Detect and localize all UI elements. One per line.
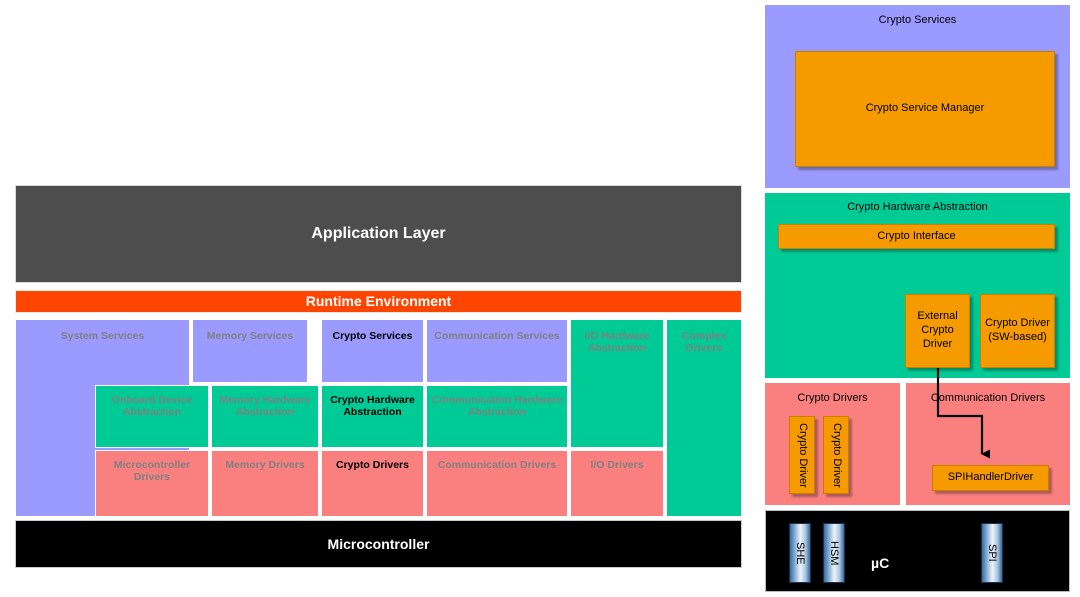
runtime-environment-block[interactable]: Runtime Environment [15,290,742,313]
crypto-interface-box[interactable]: Crypto Interface [778,224,1055,249]
panel-title: Communication Drivers [930,392,1046,404]
bsw-cell-memory-services[interactable]: Memory Services [192,319,308,383]
bsw-cell-label: Communication Hardware Abstraction [431,394,563,419]
she-module-box[interactable]: SHE [789,523,811,583]
bsw-cell-memory-drivers[interactable]: Memory Drivers [211,450,319,517]
spi-handler-driver-label: SPIHandlerDriver [947,471,1034,484]
external-crypto-driver-label: External Crypto Driver [917,310,958,350]
crypto-driver-box-2[interactable]: Crypto Driver [823,416,849,494]
bsw-cell-label: Communication Services [434,330,560,342]
crypto-service-manager-box[interactable]: Crypto Service Manager [795,51,1055,167]
bsw-cell-label: Memory Hardware Abstraction [219,394,311,419]
bsw-cell-label: Microcontroller Drivers [113,459,191,484]
autosar-layer-stack: Application Layer Runtime Environment Sy… [15,185,742,585]
bsw-cell-label: Crypto Hardware Abstraction [330,394,415,419]
bsw-cell-label: System Services [60,330,145,342]
hsm-module-box[interactable]: HSM [823,523,845,583]
bsw-cell-label: Memory Services [206,330,294,342]
runtime-environment-label: Runtime Environment [305,293,452,310]
panel-crypto-hardware-abstraction: Crypto Hardware Abstraction Crypto Inter… [765,193,1070,378]
crypto-driver-label: Crypto Driver [830,422,843,488]
bsw-cell-label: Crypto Drivers [336,459,409,471]
bsw-cell-label: Onboard Device Abstraction [111,394,193,419]
bsw-cell-crypto-drivers[interactable]: Crypto Drivers [321,450,424,517]
spi-module-box[interactable]: SPI [981,523,1003,583]
external-crypto-driver-box[interactable]: External Crypto Driver [905,294,970,368]
bsw-cell-label: Complex Drivers [681,330,727,355]
application-layer-block[interactable]: Application Layer [15,185,742,283]
bsw-cell-crypto-services[interactable]: Crypto Services [321,319,424,383]
application-layer-label: Application Layer [311,224,446,242]
crypto-driver-sw-label: Crypto Driver (SW-based) [985,317,1050,343]
panel-crypto-services: Crypto Services Crypto Service Manager [765,5,1070,188]
hsm-label: HSM [828,540,840,566]
bsw-cell-label: Crypto Services [332,330,413,342]
crypto-driver-box-1[interactable]: Crypto Driver [789,416,815,494]
microcontroller-label: Microcontroller [327,535,430,552]
bsw-cell-communication-services[interactable]: Communication Services [426,319,568,383]
bsw-cell-label: Memory Drivers [225,459,305,471]
panel-microcontroller-uc: SHE HSM µC SPI [765,510,1070,592]
panel-title: Crypto Services [878,14,957,26]
panel-communication-drivers: Communication Drivers SPIHandlerDriver [906,383,1070,505]
bsw-cell-crypto-hardware-abstraction[interactable]: Crypto Hardware Abstraction [321,385,424,448]
crypto-interface-label: Crypto Interface [877,229,956,242]
panel-title: Crypto Hardware Abstraction [847,201,988,213]
bsw-cell-communication-hardware-abstraction[interactable]: Communication Hardware Abstraction [426,385,568,448]
bsw-cell-label: I/O Hardware Abstraction [584,330,650,355]
crypto-service-manager-label: Crypto Service Manager [865,102,985,115]
panel-title: Crypto Drivers [797,392,868,404]
spi-handler-driver-box[interactable]: SPIHandlerDriver [932,465,1049,491]
bsw-cell-label: I/O Drivers [590,459,644,471]
she-label: SHE [794,541,806,565]
bsw-cell-io-hardware-abstraction[interactable]: I/O Hardware Abstraction [570,319,664,448]
bsw-cell-communication-drivers[interactable]: Communication Drivers [426,450,568,517]
panel-crypto-drivers: Crypto Drivers Crypto Driver Crypto Driv… [765,383,900,505]
crypto-driver-sw-box[interactable]: Crypto Driver (SW-based) [980,294,1055,368]
bsw-cell-onboard-device-abstraction[interactable]: Onboard Device Abstraction [95,385,209,448]
bsw-cell-label: Communication Drivers [437,459,557,471]
crypto-driver-label: Crypto Driver [796,422,809,488]
uc-label: µC [871,555,890,571]
bsw-cell-complex-drivers[interactable]: Complex Drivers [666,319,742,517]
bsw-cell-microcontroller-drivers[interactable]: Microcontroller Drivers [95,450,209,517]
bsw-cell-io-drivers[interactable]: I/O Drivers [570,450,664,517]
bsw-cell-memory-hardware-abstraction[interactable]: Memory Hardware Abstraction [211,385,319,448]
microcontroller-block[interactable]: Microcontroller [15,520,742,568]
crypto-stack-detail: Crypto Services Crypto Service Manager C… [765,5,1070,592]
spi-label: SPI [986,544,998,562]
